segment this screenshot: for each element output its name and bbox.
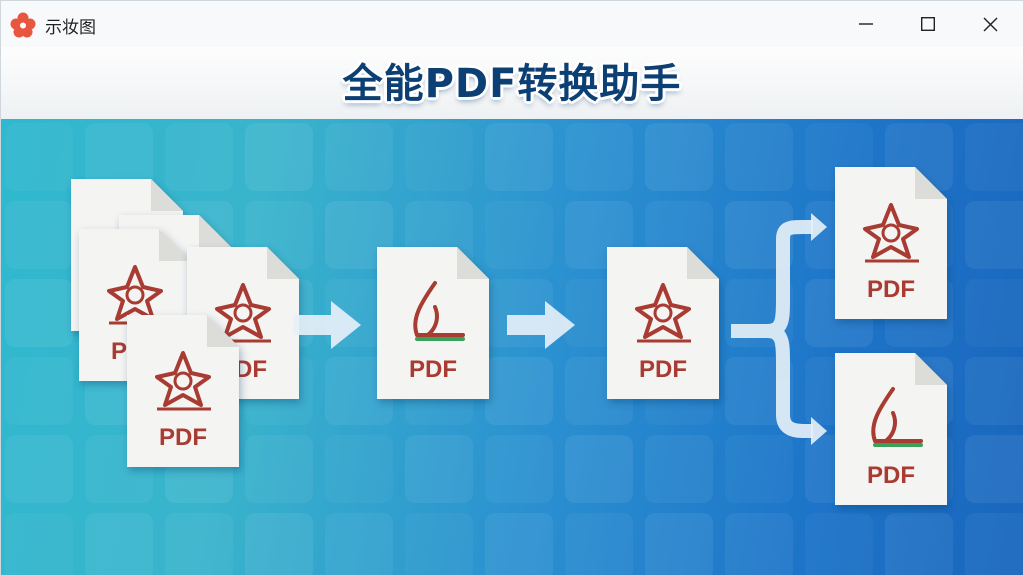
background-tile <box>85 513 153 575</box>
pdf-document-editable: PDF <box>377 247 489 399</box>
background-tile <box>885 513 953 575</box>
background-tile <box>165 123 233 191</box>
pdf-label: PDF <box>867 462 915 489</box>
pdf-label: PDF <box>409 356 457 383</box>
branch-arrow-icon <box>731 220 813 438</box>
background-tile <box>405 435 473 503</box>
pdf-document-converted: PDF <box>607 247 719 399</box>
background-tile <box>485 357 553 425</box>
background-tile <box>485 513 553 575</box>
close-icon <box>983 17 997 31</box>
pdf-output-document-top: PDF <box>835 167 947 319</box>
background-tile <box>485 435 553 503</box>
background-tile <box>245 513 313 575</box>
background-tile <box>485 279 553 347</box>
background-tile <box>5 357 73 425</box>
maximize-icon <box>921 17 935 31</box>
background-tile <box>485 123 553 191</box>
pdf-label: PDF <box>867 276 915 303</box>
background-tile <box>805 513 873 575</box>
background-tile <box>965 435 1023 503</box>
background-tile <box>965 357 1023 425</box>
background-tile <box>325 513 393 575</box>
background-tile <box>245 435 313 503</box>
background-tile <box>405 513 473 575</box>
background-tile <box>5 279 73 347</box>
headline-title: 全能PDF转换助手 <box>342 61 682 107</box>
background-tile <box>965 201 1023 269</box>
background-tile <box>565 435 633 503</box>
background-tile <box>725 513 793 575</box>
window-title: 示妆图 <box>45 18 96 38</box>
pdf-label: PDF <box>159 424 207 451</box>
pdf-output-document-bottom: PDF <box>835 353 947 505</box>
arrow-right-icon <box>507 301 575 349</box>
minimize-button[interactable] <box>835 1 897 47</box>
background-tile <box>325 435 393 503</box>
pdf-document-stack: PDF PDF PDF <box>71 179 299 467</box>
background-tile <box>5 201 73 269</box>
background-tile <box>5 435 73 503</box>
app-logo-icon <box>10 12 36 38</box>
title-bar: 示妆图 <box>1 1 1023 47</box>
background-tile <box>645 435 713 503</box>
background-tile <box>565 513 633 575</box>
background-tile <box>965 513 1023 575</box>
background-tile <box>325 123 393 191</box>
pdf-label: PDF <box>639 356 687 383</box>
background-tile <box>965 123 1023 191</box>
background-tile <box>405 123 473 191</box>
pdf-flow-illustration: PDF PDF PDF PDF <box>71 167 947 505</box>
illustration-area: PDF PDF PDF PDF <box>1 119 1023 575</box>
background-tile <box>645 513 713 575</box>
background-tile <box>245 123 313 191</box>
close-button[interactable] <box>959 1 1021 47</box>
background-tile <box>165 513 233 575</box>
background-tile <box>965 279 1023 347</box>
background-tile <box>5 513 73 575</box>
maximize-button[interactable] <box>897 1 959 47</box>
headline-banner: 全能PDF转换助手 <box>1 47 1023 119</box>
minimize-icon <box>859 23 873 25</box>
background-tile <box>645 123 713 191</box>
arrow-right-icon <box>293 301 361 349</box>
background-tile <box>5 123 73 191</box>
background-tile <box>725 123 793 191</box>
background-tile <box>725 435 793 503</box>
background-tile <box>485 201 553 269</box>
background-tile <box>565 123 633 191</box>
